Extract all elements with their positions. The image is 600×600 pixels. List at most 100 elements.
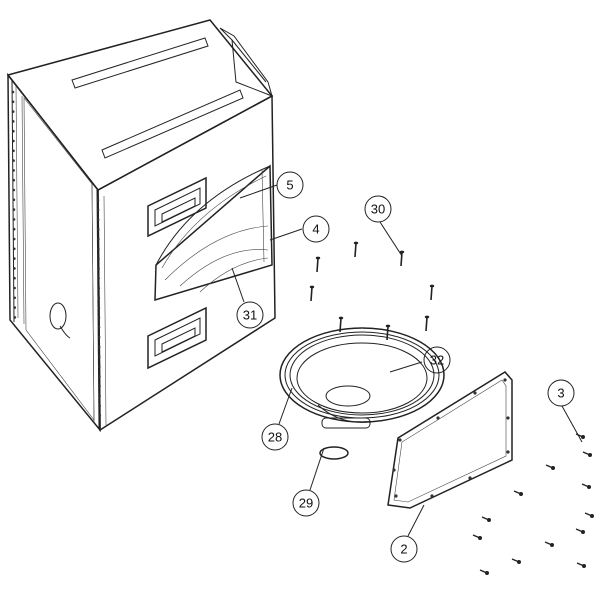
rail-dot [12, 247, 16, 251]
rail-dot [13, 306, 17, 309]
rear-cover-plate [387, 371, 513, 509]
screw [575, 433, 585, 439]
bolt [399, 250, 405, 267]
rail-dot [97, 316, 101, 319]
rail-dot [13, 257, 16, 260]
rail-dot [96, 198, 100, 202]
plate-hole [394, 494, 398, 498]
bolt [385, 324, 391, 341]
screw [575, 528, 585, 534]
rail-dot [12, 159, 15, 162]
bolt [429, 284, 435, 301]
plate-hole [436, 416, 440, 420]
callout-29: 29 [292, 489, 320, 517]
dust-cap [319, 446, 349, 460]
rail-dot [97, 326, 101, 329]
callout-label: 30 [371, 202, 385, 217]
screw [581, 483, 591, 489]
callout-2: 2 [390, 535, 418, 563]
callout-label: 4 [312, 222, 319, 237]
rail-dot [98, 375, 101, 378]
rail-dot [12, 188, 16, 192]
plate-hole [473, 391, 477, 395]
rail-dot [97, 257, 100, 261]
rail-dot [96, 208, 100, 212]
screw [584, 512, 594, 518]
rail-dot [13, 316, 17, 319]
rail-dot [12, 178, 16, 182]
handle-cup-lower [147, 306, 207, 370]
rail-dot [12, 237, 16, 241]
driver-frame-hole [321, 334, 324, 338]
callout-5: 5 [276, 171, 304, 199]
rail-dot [12, 208, 16, 211]
callout-label: 5 [286, 178, 293, 193]
rail-dot [98, 365, 101, 368]
rail-dot [12, 149, 15, 153]
callout-label: 2 [400, 542, 407, 557]
driver-frame-hole [292, 396, 295, 399]
plate-hole [503, 378, 507, 382]
rail-dot [11, 110, 15, 113]
rail-dot [97, 355, 101, 359]
rail-dot [12, 139, 15, 143]
rail-dot [12, 227, 16, 231]
callout-3: 3 [547, 379, 575, 407]
rail-dot [96, 228, 100, 231]
rail-dot [96, 218, 100, 221]
rail-dot [13, 286, 16, 290]
screw [582, 451, 592, 457]
plate-hole [430, 494, 434, 498]
rail-dot [97, 286, 101, 290]
top-slot-rear [71, 37, 209, 89]
rail-dot [98, 404, 101, 408]
rail-dot [98, 414, 102, 417]
callout-30: 30 [364, 195, 392, 223]
bolt [309, 285, 315, 302]
handle-cup-upper [147, 176, 207, 238]
screw [479, 569, 489, 575]
bolts-and-screws [11, 90, 594, 575]
driver-frame-hole [439, 373, 443, 377]
rail-dot [97, 247, 100, 251]
driver-frame-hole [292, 351, 295, 354]
plate-hole [506, 450, 510, 454]
rail-dot [12, 129, 15, 133]
bolt [353, 241, 359, 258]
callout-31: 31 [236, 301, 264, 329]
cabinet-logo [49, 302, 71, 339]
screw [481, 516, 491, 522]
callout-4: 4 [302, 215, 330, 243]
rail-dot [12, 169, 15, 172]
screw [544, 541, 554, 547]
callout-label: 32 [430, 353, 444, 368]
side-rail-left [11, 79, 15, 323]
driver-frame-hole [429, 396, 432, 399]
rail-dot [12, 218, 16, 221]
rail-dot [98, 384, 101, 388]
driver-frame-hole [429, 351, 432, 354]
rail-dot [97, 296, 101, 300]
rail-dot [97, 306, 101, 310]
driver-frame-hole [360, 418, 364, 422]
screw [576, 562, 586, 568]
bolt [338, 316, 344, 333]
driver-frame-hole [281, 373, 285, 377]
rail-dot [12, 198, 16, 202]
callout-label: 29 [299, 496, 313, 511]
callout-leaders [231, 184, 583, 537]
driver-frame-hole [360, 328, 364, 332]
rail-dot [13, 296, 16, 300]
screw [545, 464, 555, 470]
rail-dot [11, 120, 15, 123]
callout-label: 28 [268, 430, 282, 445]
bolt [424, 315, 430, 332]
rail-dot [13, 276, 16, 280]
plate-hole [392, 468, 396, 472]
rail-dot [97, 267, 100, 270]
rail-dot [11, 100, 15, 104]
plate-hole [468, 476, 472, 480]
driver-frame-hole [400, 412, 403, 416]
rail-dot [97, 237, 100, 241]
